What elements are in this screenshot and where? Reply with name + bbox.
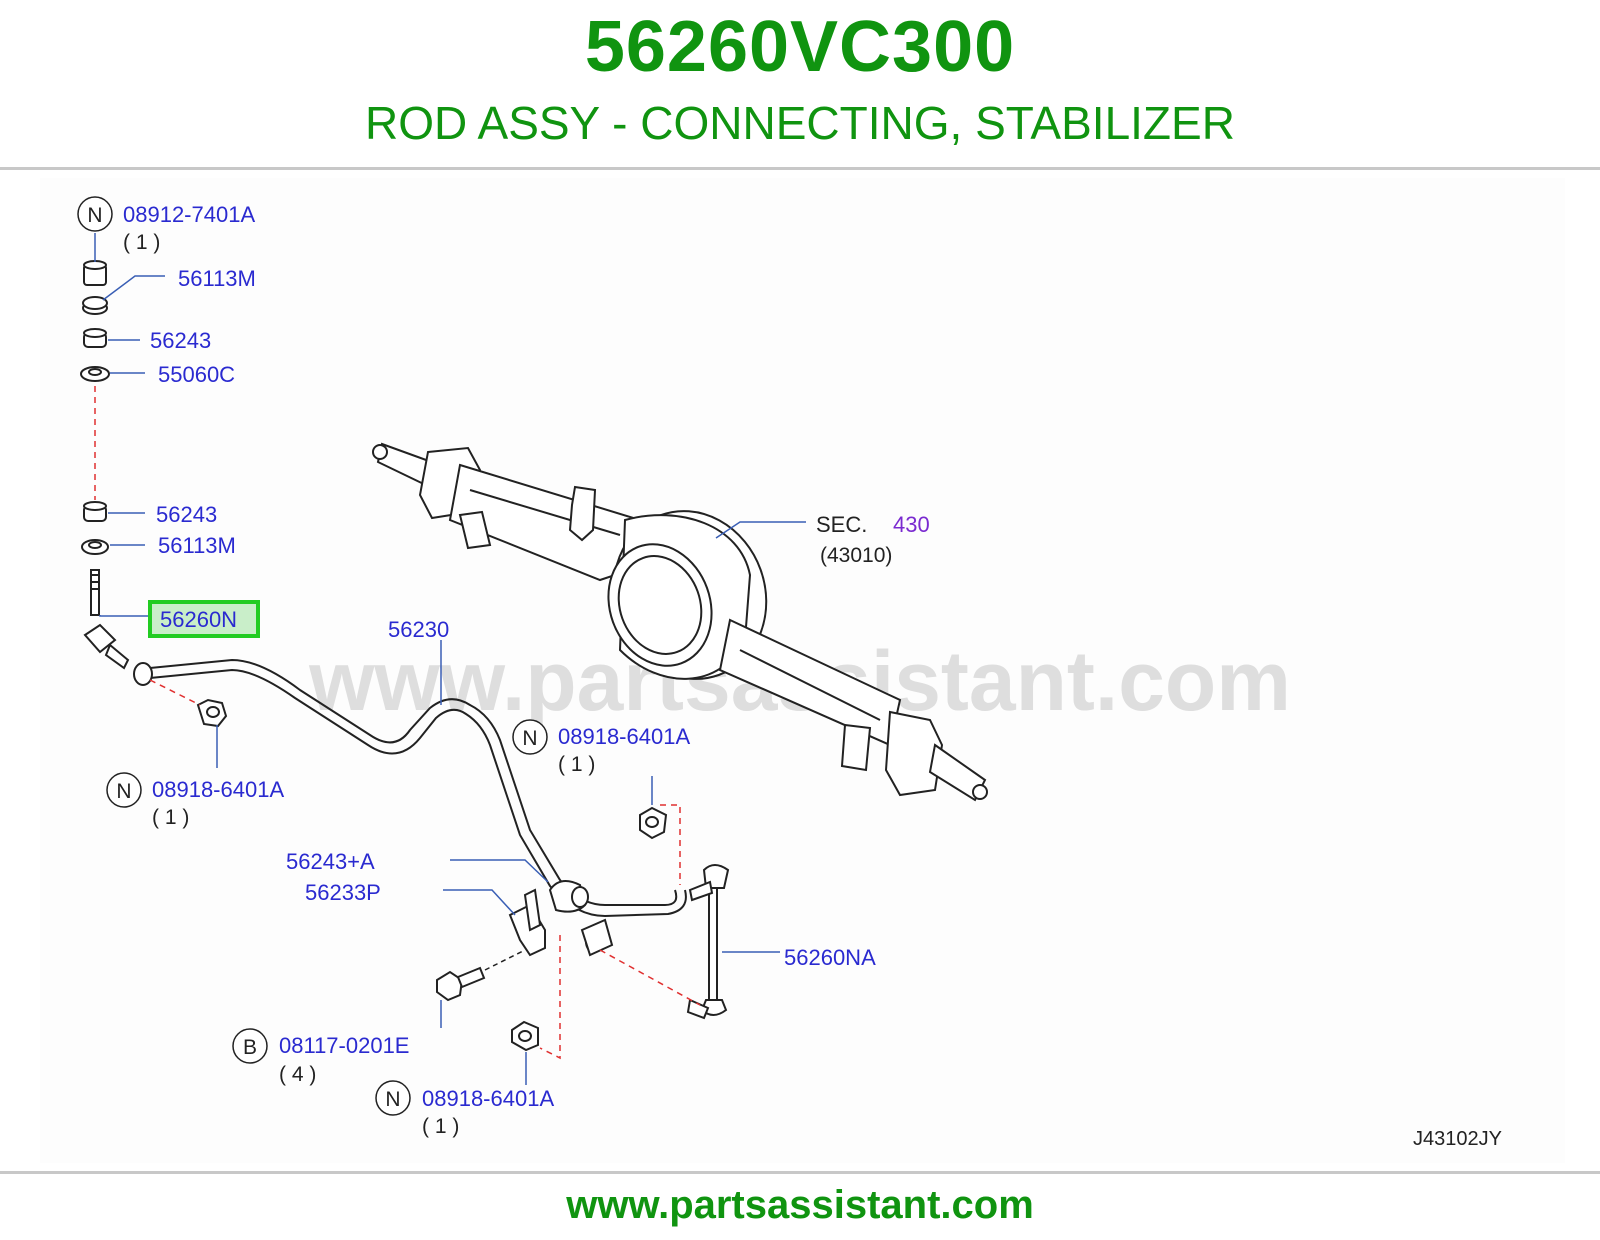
quantity-label: ( 4 ) [279, 1063, 316, 1086]
quantity-label: ( 1 ) [558, 753, 595, 776]
callout-56113M-upper[interactable]: 56113M [178, 266, 256, 291]
dash-line [539, 935, 561, 1060]
diagram-code: J43102JY [1413, 1128, 1502, 1150]
part-number-label: 08117-0201E [279, 1033, 410, 1058]
callout-56243-A[interactable]: 56243+A [286, 849, 375, 874]
callout-55060C[interactable]: 55060C [158, 362, 235, 387]
badge-letter: N [87, 204, 102, 227]
part-number-label: 08918-6401A [422, 1086, 554, 1111]
axle-housing [372, 442, 988, 802]
dash-line [599, 949, 701, 1006]
callout-08117-0201E[interactable]: B 08117-0201E ( 4 ) [232, 1028, 410, 1086]
callout-56260N-highlighted[interactable]: 56260N [148, 600, 260, 638]
callout-08918-6401A-left[interactable]: N 08918-6401A ( 1 ) [106, 772, 284, 829]
part-description: ROD ASSY - CONNECTING, STABILIZER [365, 97, 1235, 149]
callout-56243-lower[interactable]: 56243 [156, 502, 217, 527]
badge-b-icon [232, 1028, 268, 1064]
badge-letter: N [385, 1088, 400, 1111]
callout-56260NA[interactable]: 56260NA [784, 945, 876, 970]
part-number-label: 08918-6401A [152, 777, 284, 802]
right-connecting-rod [639, 806, 730, 1020]
stabilizer-bar [133, 658, 687, 957]
section-sub: (43010) [820, 544, 892, 567]
part-number-label: 56260N [160, 607, 237, 632]
callout-56230[interactable]: 56230 [388, 617, 449, 642]
bushing-and-bracket [508, 880, 589, 957]
part-number-label: 08912-7401A [123, 202, 255, 227]
section-prefix: SEC. [816, 512, 867, 537]
callout-08918-6401A-right[interactable]: N 08918-6401A ( 1 ) [512, 719, 690, 776]
dash-line [484, 949, 526, 971]
header-divider [0, 167, 1600, 170]
bolt [436, 966, 486, 1002]
callout-08912-7401A[interactable]: N 08912-7401A ( 1 ) [77, 196, 255, 254]
part-number-label: 08918-6401A [558, 724, 690, 749]
badge-letter: N [116, 780, 131, 803]
footer-divider [0, 1171, 1600, 1174]
part-number-title: 56260VC300 [584, 7, 1016, 87]
quantity-label: ( 1 ) [152, 806, 189, 829]
badge-n-icon [106, 772, 142, 808]
nut-lower [511, 1020, 539, 1052]
left-connecting-rod-stack [80, 260, 130, 670]
badge-n-icon [375, 1080, 411, 1116]
quantity-label: ( 1 ) [123, 231, 160, 254]
quantity-label: ( 1 ) [422, 1115, 459, 1138]
badge-n-icon [512, 719, 548, 755]
nut-left [196, 698, 228, 728]
section-reference[interactable]: SEC. 430 (43010) [816, 512, 930, 567]
badge-letter: B [243, 1036, 257, 1059]
callout-08918-6401A-bottom[interactable]: N 08918-6401A ( 1 ) [375, 1080, 554, 1138]
callout-56233P[interactable]: 56233P [305, 880, 381, 905]
badge-n-icon [77, 196, 113, 232]
section-number: 430 [893, 512, 930, 537]
callout-56113M-lower[interactable]: 56113M [158, 533, 236, 558]
badge-letter: N [522, 727, 537, 750]
highlight-box [148, 600, 260, 638]
page-header: 56260VC300 ROD ASSY - CONNECTING, STABIL… [0, 0, 1600, 168]
dash-line [149, 679, 201, 706]
leader-lines [94, 233, 806, 1085]
footer-url[interactable]: www.partsassistant.com [566, 1183, 1034, 1227]
callout-56243-upper[interactable]: 56243 [150, 328, 211, 353]
